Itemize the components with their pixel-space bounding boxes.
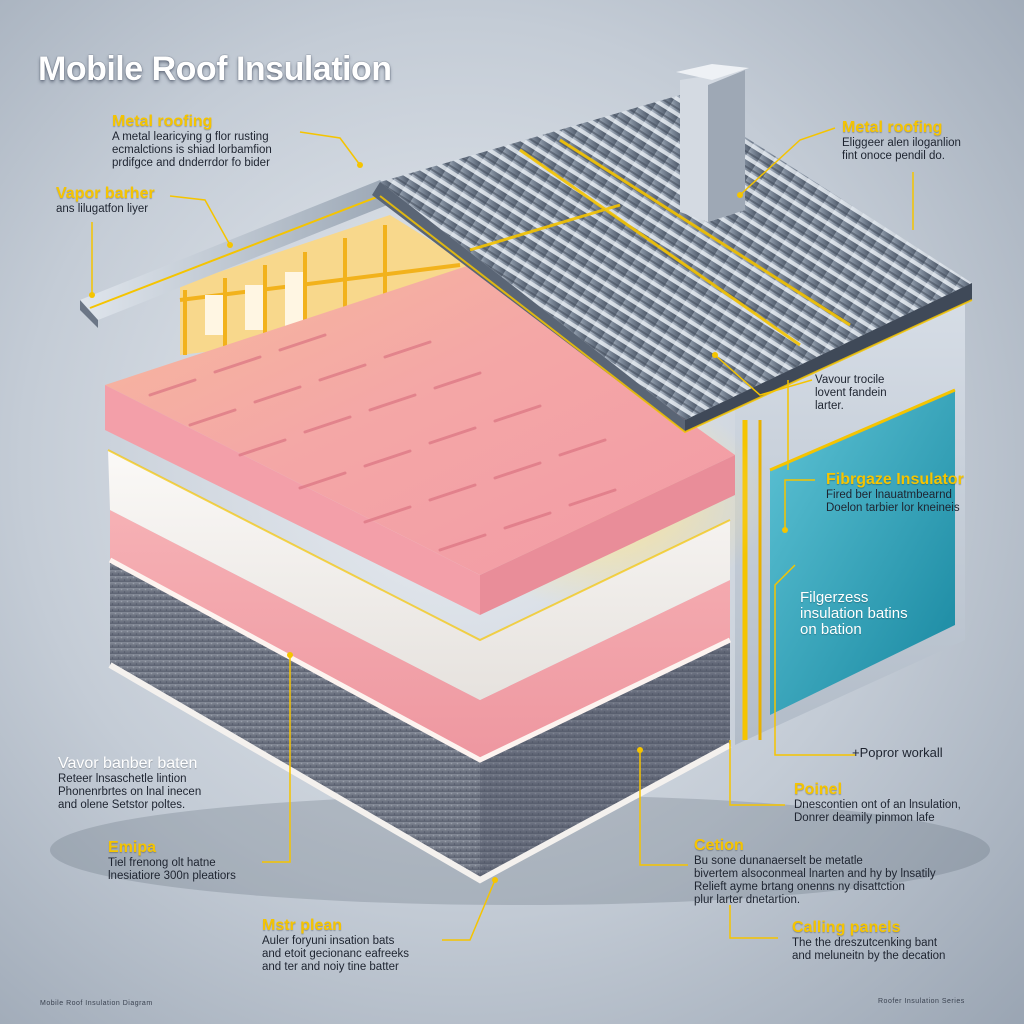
callout-metal-plean: Mstr plean Auler foryuni insation bats a… — [262, 916, 409, 974]
callout-heading: Metal roofing — [112, 113, 213, 130]
left-eave-edge — [80, 300, 98, 328]
callout-heading: Vapor barher — [56, 185, 155, 202]
pink-layer-lower — [110, 510, 730, 760]
roof-purlins — [469, 138, 851, 347]
callout-cation: Cetion Bu sone dunanaerselt be metatle b… — [694, 836, 936, 907]
callout-heading: Cetion — [694, 837, 744, 854]
callout-heading: Fibrgaze Insulator — [826, 471, 964, 488]
callout-description: Reteer lnsaschetle lintion Phonenrbrtes … — [58, 773, 202, 811]
pink-board-front — [105, 385, 480, 615]
callout-description: Fired ber lnauatmbearnd Doelon tarbier l… — [826, 489, 960, 514]
callout-heading: Calling panels — [792, 919, 901, 936]
callout-metal-roofing-left: Metal roofing A metal learicying g flor … — [112, 112, 272, 170]
attic-window-2 — [245, 285, 263, 330]
callout-leaders — [91, 127, 914, 941]
pink-lower-edge — [108, 557, 732, 763]
attic-window-3 — [285, 272, 303, 327]
pink-board-grooves — [148, 333, 617, 552]
teal-panel-edge — [769, 388, 956, 472]
callout-description: Bu sone dunanaerselt be metatle bivertem… — [694, 855, 936, 906]
roof-front-edge — [372, 182, 685, 432]
callout-poinel: Poinel Dnescontien ont of an lnsulation,… — [794, 780, 961, 825]
callout-description: Dnescontien ont of an lnsulation, Donrer… — [794, 799, 961, 824]
callout-fibrglaze-insulator: Fibrgaze Insulator Fired ber lnauatmbear… — [826, 470, 964, 515]
pink-board-side — [480, 455, 735, 615]
callout-vapor-barrier-baten: Vavor banber baten Reteer lnsaschetle li… — [58, 754, 201, 812]
roof-trim — [379, 195, 973, 434]
attic-window-1 — [205, 295, 223, 335]
gray-base-side-shade — [480, 640, 730, 880]
callout-description: Vavour trocile lovent fandein larter. — [815, 374, 887, 412]
callout-vavour: Vavour trocile lovent fandein larter. — [815, 374, 887, 413]
callout-heading: Emipa — [108, 839, 157, 856]
callout-metal-roofing-right: Metal roofing Eliggeer alen iloganlion f… — [842, 118, 961, 163]
callout-vapor-barrier-left: Vapor barher ans lilugatfon liyer — [56, 184, 155, 216]
callout-description: +Popror workall — [852, 745, 943, 760]
white-foam-layer — [108, 450, 730, 700]
callout-description: Auler foryuni insation bats and etoit ge… — [262, 935, 410, 973]
roof-right-edge — [685, 283, 972, 432]
callout-description: The the dreszutcenking bant and meluneit… — [792, 937, 946, 962]
fiberglass-batt-panel — [770, 390, 955, 715]
callout-emipa: Emipa Tiel frenong olt hatne lnesiatiore… — [108, 838, 236, 883]
callout-description: A metal learicying g flor rusting ecmalc… — [112, 131, 272, 169]
callout-heading: Metal roofing — [842, 119, 943, 136]
callout-dots — [89, 162, 788, 883]
callout-description: ans lilugatfon liyer — [56, 203, 149, 215]
callout-heading: Mstr plean — [262, 917, 343, 934]
callout-heading: Poinel — [794, 781, 843, 798]
gray-base-layer — [110, 560, 730, 880]
chimney-cap — [676, 64, 749, 80]
callout-description: Tiel frenong olt hatne lnesiatiore 300n … — [108, 857, 236, 882]
base-bottom-edge — [108, 662, 732, 884]
footer-right-caption: Roofer Insulation Series — [878, 998, 965, 1005]
callout-calling-panels: Calling panels The the dreszutcenking ba… — [792, 918, 945, 963]
callout-heading: Filgerzess insulation batins on bation — [800, 589, 908, 638]
page-title: Mobile Roof Insulation — [38, 50, 392, 88]
white-layer-glow-edge — [107, 449, 731, 642]
callout-description: Eliggeer alen iloganlion fint onoce pend… — [842, 137, 961, 162]
callout-heading: Vavor banber baten — [58, 755, 198, 772]
callout-popror-wall: +Popror workall — [852, 746, 943, 759]
callout-fiberglass-batts: Filgerzess insulation batins on bation — [800, 590, 908, 638]
left-eave-trim — [89, 191, 391, 309]
footer-left-caption: Mobile Roof Insulation Diagram — [40, 1000, 153, 1007]
chimney-side — [708, 70, 745, 222]
